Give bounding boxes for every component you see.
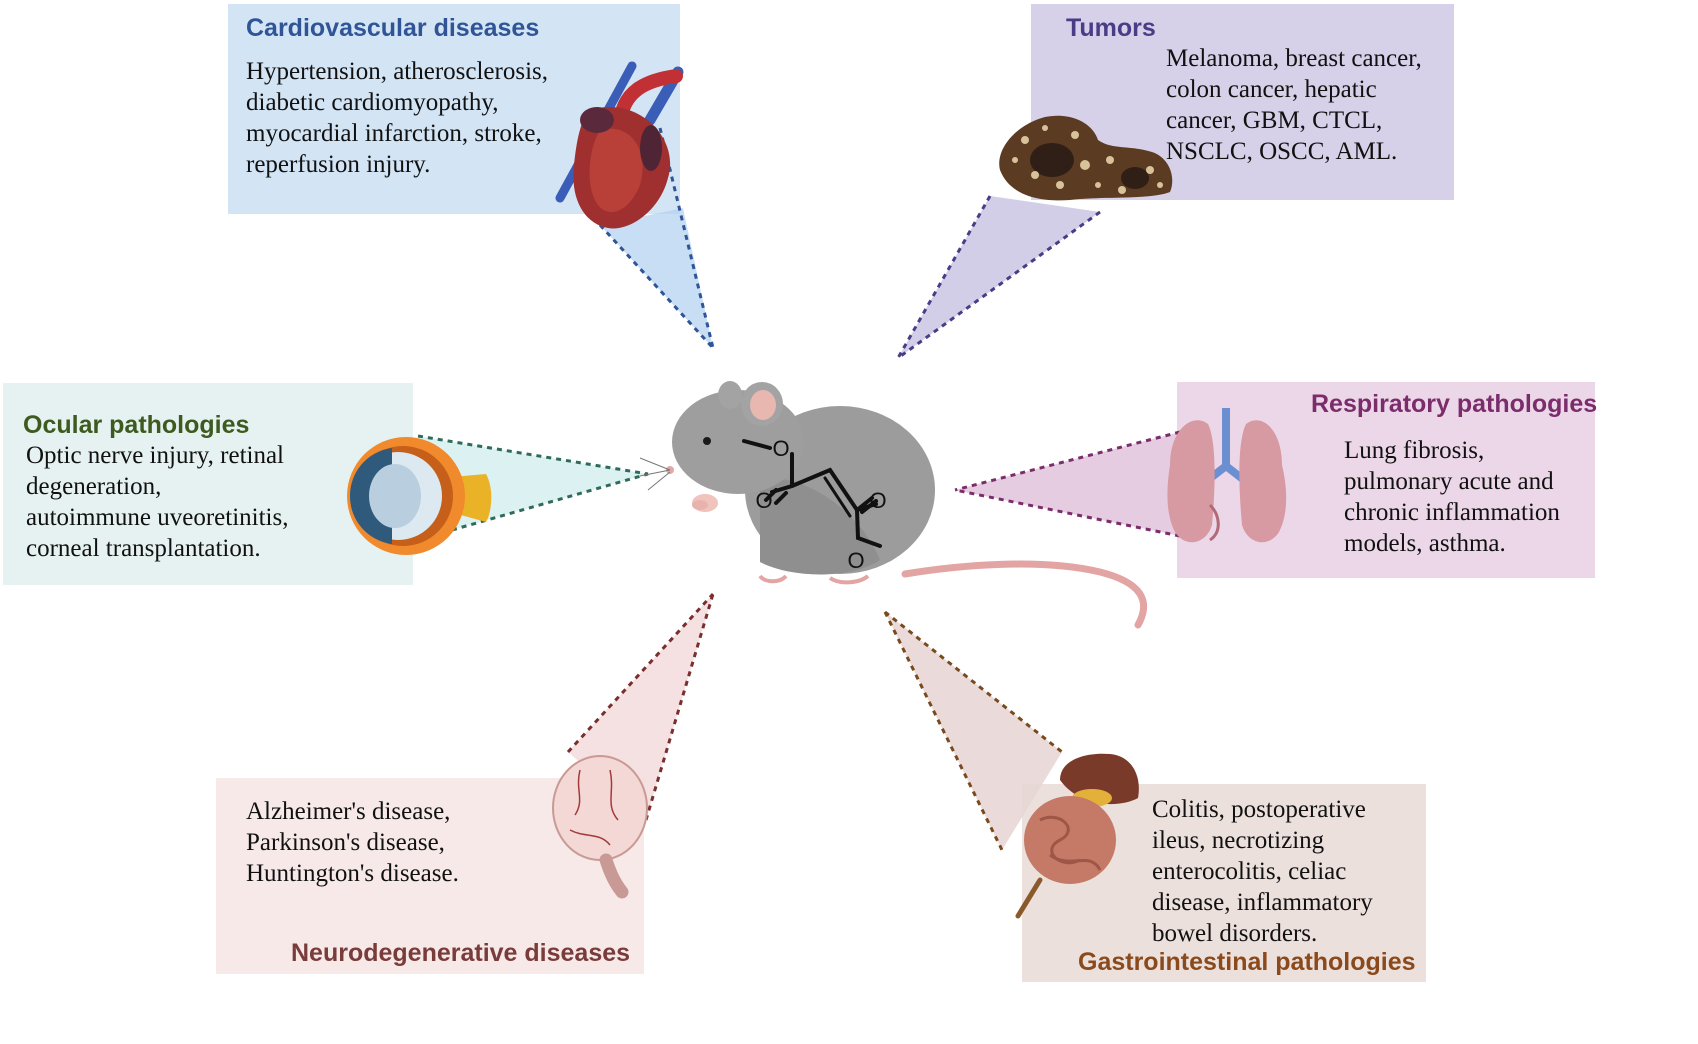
gi-callout (883, 610, 1063, 851)
ocular-title: Ocular pathologies (23, 411, 250, 439)
neuro-line: Huntington's disease. (246, 860, 459, 887)
tumor-liver-icon (999, 115, 1173, 201)
cardio-line: myocardial infarction, stroke, (246, 120, 542, 147)
respiratory-line: chronic inflammation (1344, 499, 1560, 526)
tumors-line: NSCLC, OSCC, AML. (1166, 138, 1398, 165)
tumors-title: Tumors (1066, 14, 1156, 42)
tumors-line: Melanoma, breast cancer, (1166, 45, 1422, 72)
brain-icon (552, 755, 648, 899)
ocular-line: corneal transplantation. (26, 535, 261, 562)
intestine-icon (1015, 753, 1139, 919)
ocular-line: autoimmune uveoretinitis, (26, 504, 289, 531)
cardio-callout (598, 127, 715, 350)
eye-icon (347, 437, 492, 555)
cardio-title: Cardiovascular diseases (246, 14, 540, 42)
dimethyl-fumarate-structure-icon (742, 439, 882, 548)
ocular-line: Optic nerve injury, retinal (26, 442, 285, 469)
gi-title: Gastrointestinal pathologies (1078, 948, 1416, 976)
lungs-icon (1167, 408, 1287, 543)
respiratory-line: models, asthma. (1344, 530, 1506, 557)
neuro-line: Parkinson's disease, (246, 829, 445, 856)
gi-line: disease, inflammatory (1152, 889, 1373, 916)
molecule-atom-label: O (755, 488, 772, 513)
molecule-atom-label: O (847, 548, 864, 573)
neuro-line: Alzheimer's disease, (246, 798, 451, 825)
neuro-title: Neurodegenerative diseases (291, 939, 631, 967)
cardio-line: reperfusion injury. (246, 151, 431, 178)
gi-line: Colitis, postoperative (1152, 796, 1366, 823)
gi-line: enterocolitis, celiac (1152, 858, 1347, 885)
respiratory-line: Lung fibrosis, (1344, 437, 1485, 464)
gi-line: ileus, necrotizing (1152, 827, 1325, 854)
ocular-line: degeneration, (26, 473, 162, 500)
tumors-callout (896, 195, 1101, 360)
gi-line: bowel disorders. (1152, 920, 1318, 947)
heart-icon (555, 61, 684, 229)
cardio-line: Hypertension, atherosclerosis, (246, 58, 549, 85)
respiratory-line: pulmonary acute and (1344, 468, 1554, 495)
molecule-atom-label: O (869, 488, 886, 513)
mouse-icon (639, 381, 1148, 629)
cardio-line: diabetic cardiomyopathy, (246, 89, 499, 116)
ocular-panel (3, 383, 413, 585)
tumors-line: cancer, GBM, CTCL, (1166, 107, 1383, 134)
tumors-line: colon cancer, hepatic (1166, 76, 1377, 103)
molecule-atom-labels: O O O O (755, 436, 886, 573)
respiratory-callout (954, 430, 1181, 538)
respiratory-title: Respiratory pathologies (1311, 390, 1598, 418)
molecule-atom-label: O (772, 436, 789, 461)
